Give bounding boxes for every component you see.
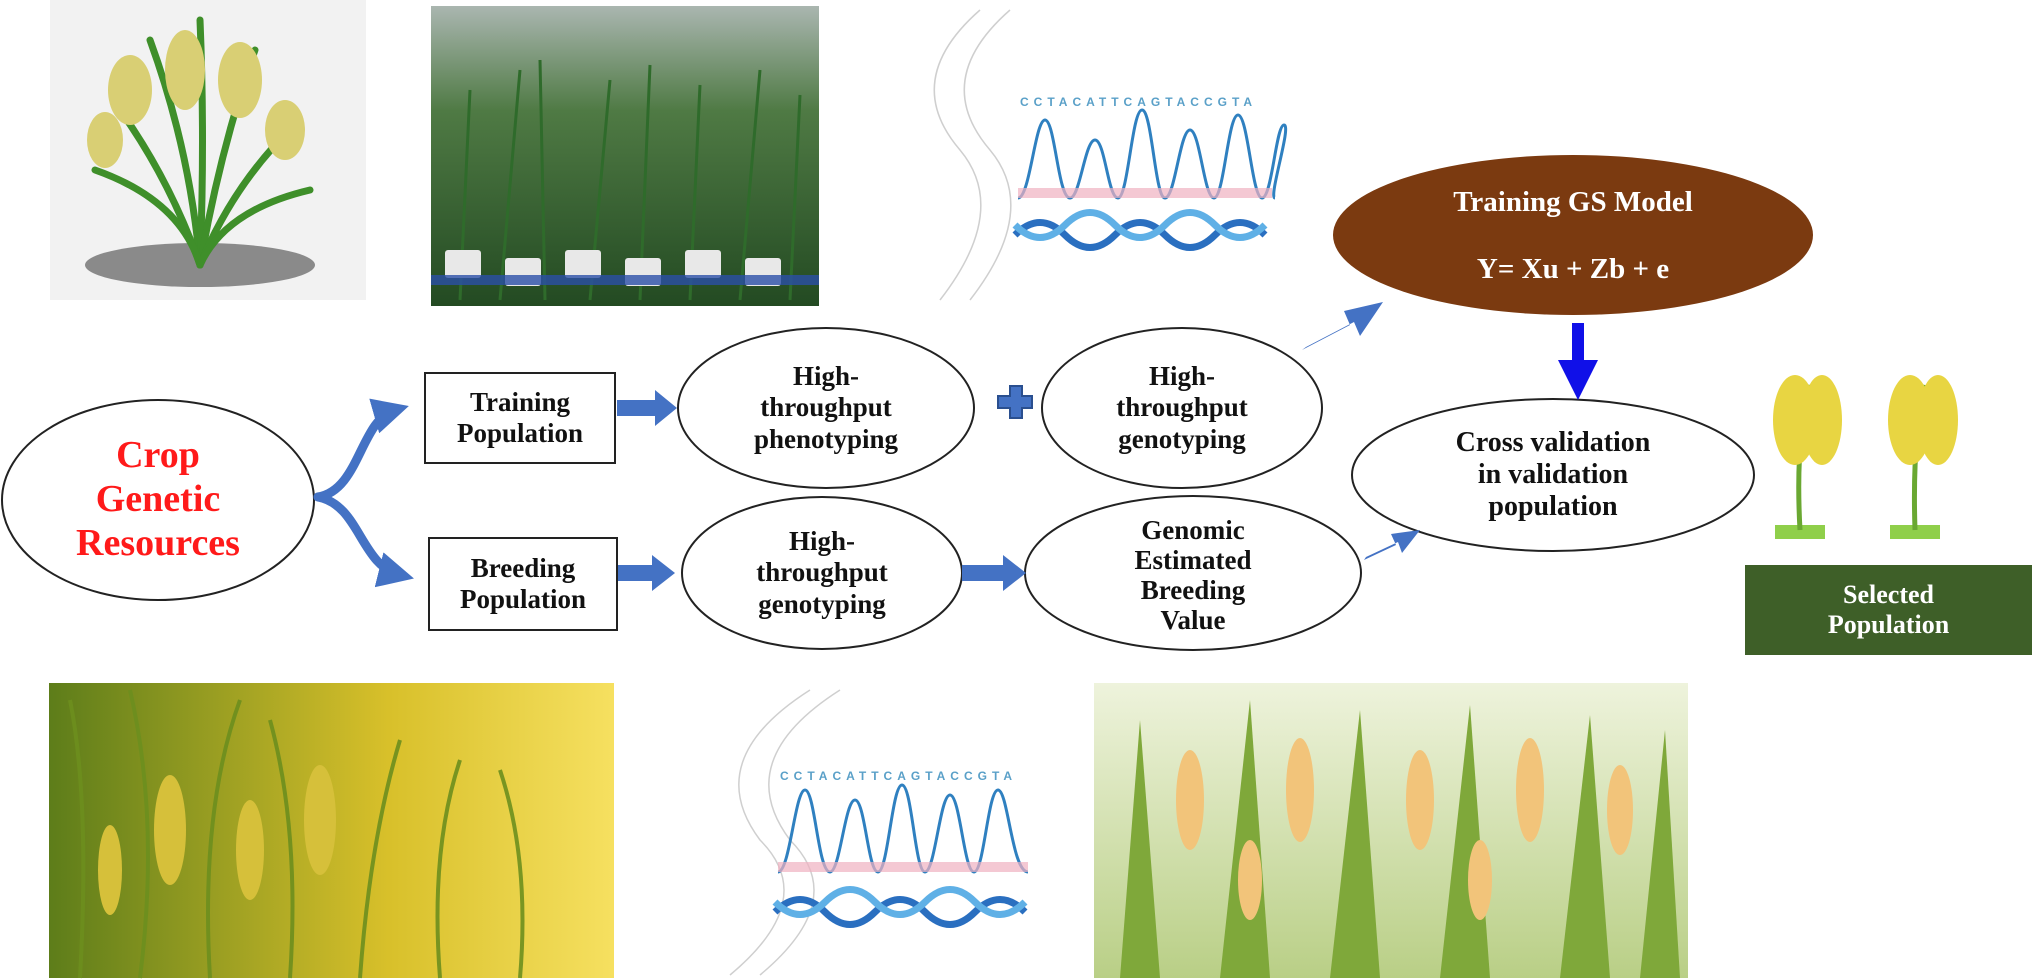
model-ellipse	[1333, 155, 1813, 315]
rice-field-photo	[49, 683, 614, 979]
rice-panicle-icon	[1773, 375, 1958, 539]
crop-genetic-resources-label: Crop Genetic Resources	[76, 434, 240, 564]
rice-plant-icon	[50, 0, 366, 300]
dna-sequence-text: CCTACATTCAGTACCGTA	[1020, 95, 1257, 109]
arrow-gebv-to-cv	[1364, 530, 1420, 560]
arrow-crop-to-breeding	[313, 492, 414, 588]
arrow-geno-to-gebv	[962, 555, 1026, 591]
branch-arrows	[313, 398, 414, 588]
ht-genotyping-top-ellipse	[1041, 327, 1323, 489]
crop-ellipse	[1, 399, 315, 601]
ht-genotyping-top-label: High- throughput genotyping	[1116, 361, 1248, 454]
arrow-training-to-pheno	[617, 390, 677, 426]
arrow-crop-to-training	[313, 398, 409, 502]
gebv-label: Genomic Estimated Breeding Value	[1134, 514, 1252, 636]
rice-field-illustration	[1094, 683, 1688, 978]
cross-validation-ellipse	[1351, 398, 1755, 552]
arrow-to-model	[1302, 302, 1383, 350]
ht-phenotyping-label: High- throughput phenotyping	[753, 361, 899, 454]
block-arrows	[617, 302, 1420, 591]
breeding-population-box: Breeding Population	[428, 537, 618, 631]
ht-genotyping-bottom-label: High- throughput genotyping	[756, 526, 888, 619]
dna-sequence-text-2: CCTACATTCAGTACCGTA	[780, 769, 1017, 783]
dna-chromatogram-icon-top: CCTACATTCAGTACCGTA	[933, 9, 1288, 301]
arrow-breeding-to-geno	[618, 555, 675, 591]
greenhouse-photo	[431, 6, 819, 306]
model-equation: Y= Xu + Zb + e	[1476, 253, 1670, 285]
selected-population-box	[1745, 565, 2032, 655]
selected-population-label: Selected Population	[1827, 580, 1950, 639]
model-title: Training GS Model	[1453, 186, 1693, 218]
training-population-box: Training Population	[424, 372, 616, 464]
ht-phenotyping-ellipse	[677, 327, 975, 489]
cross-validation-label: Cross validation in validation populatio…	[1455, 426, 1651, 523]
plus-icon	[997, 385, 1033, 419]
arrow-model-to-cv	[1558, 323, 1598, 400]
dna-chromatogram-icon-bottom: CCTACATTCAGTACCGTA	[729, 689, 1029, 976]
